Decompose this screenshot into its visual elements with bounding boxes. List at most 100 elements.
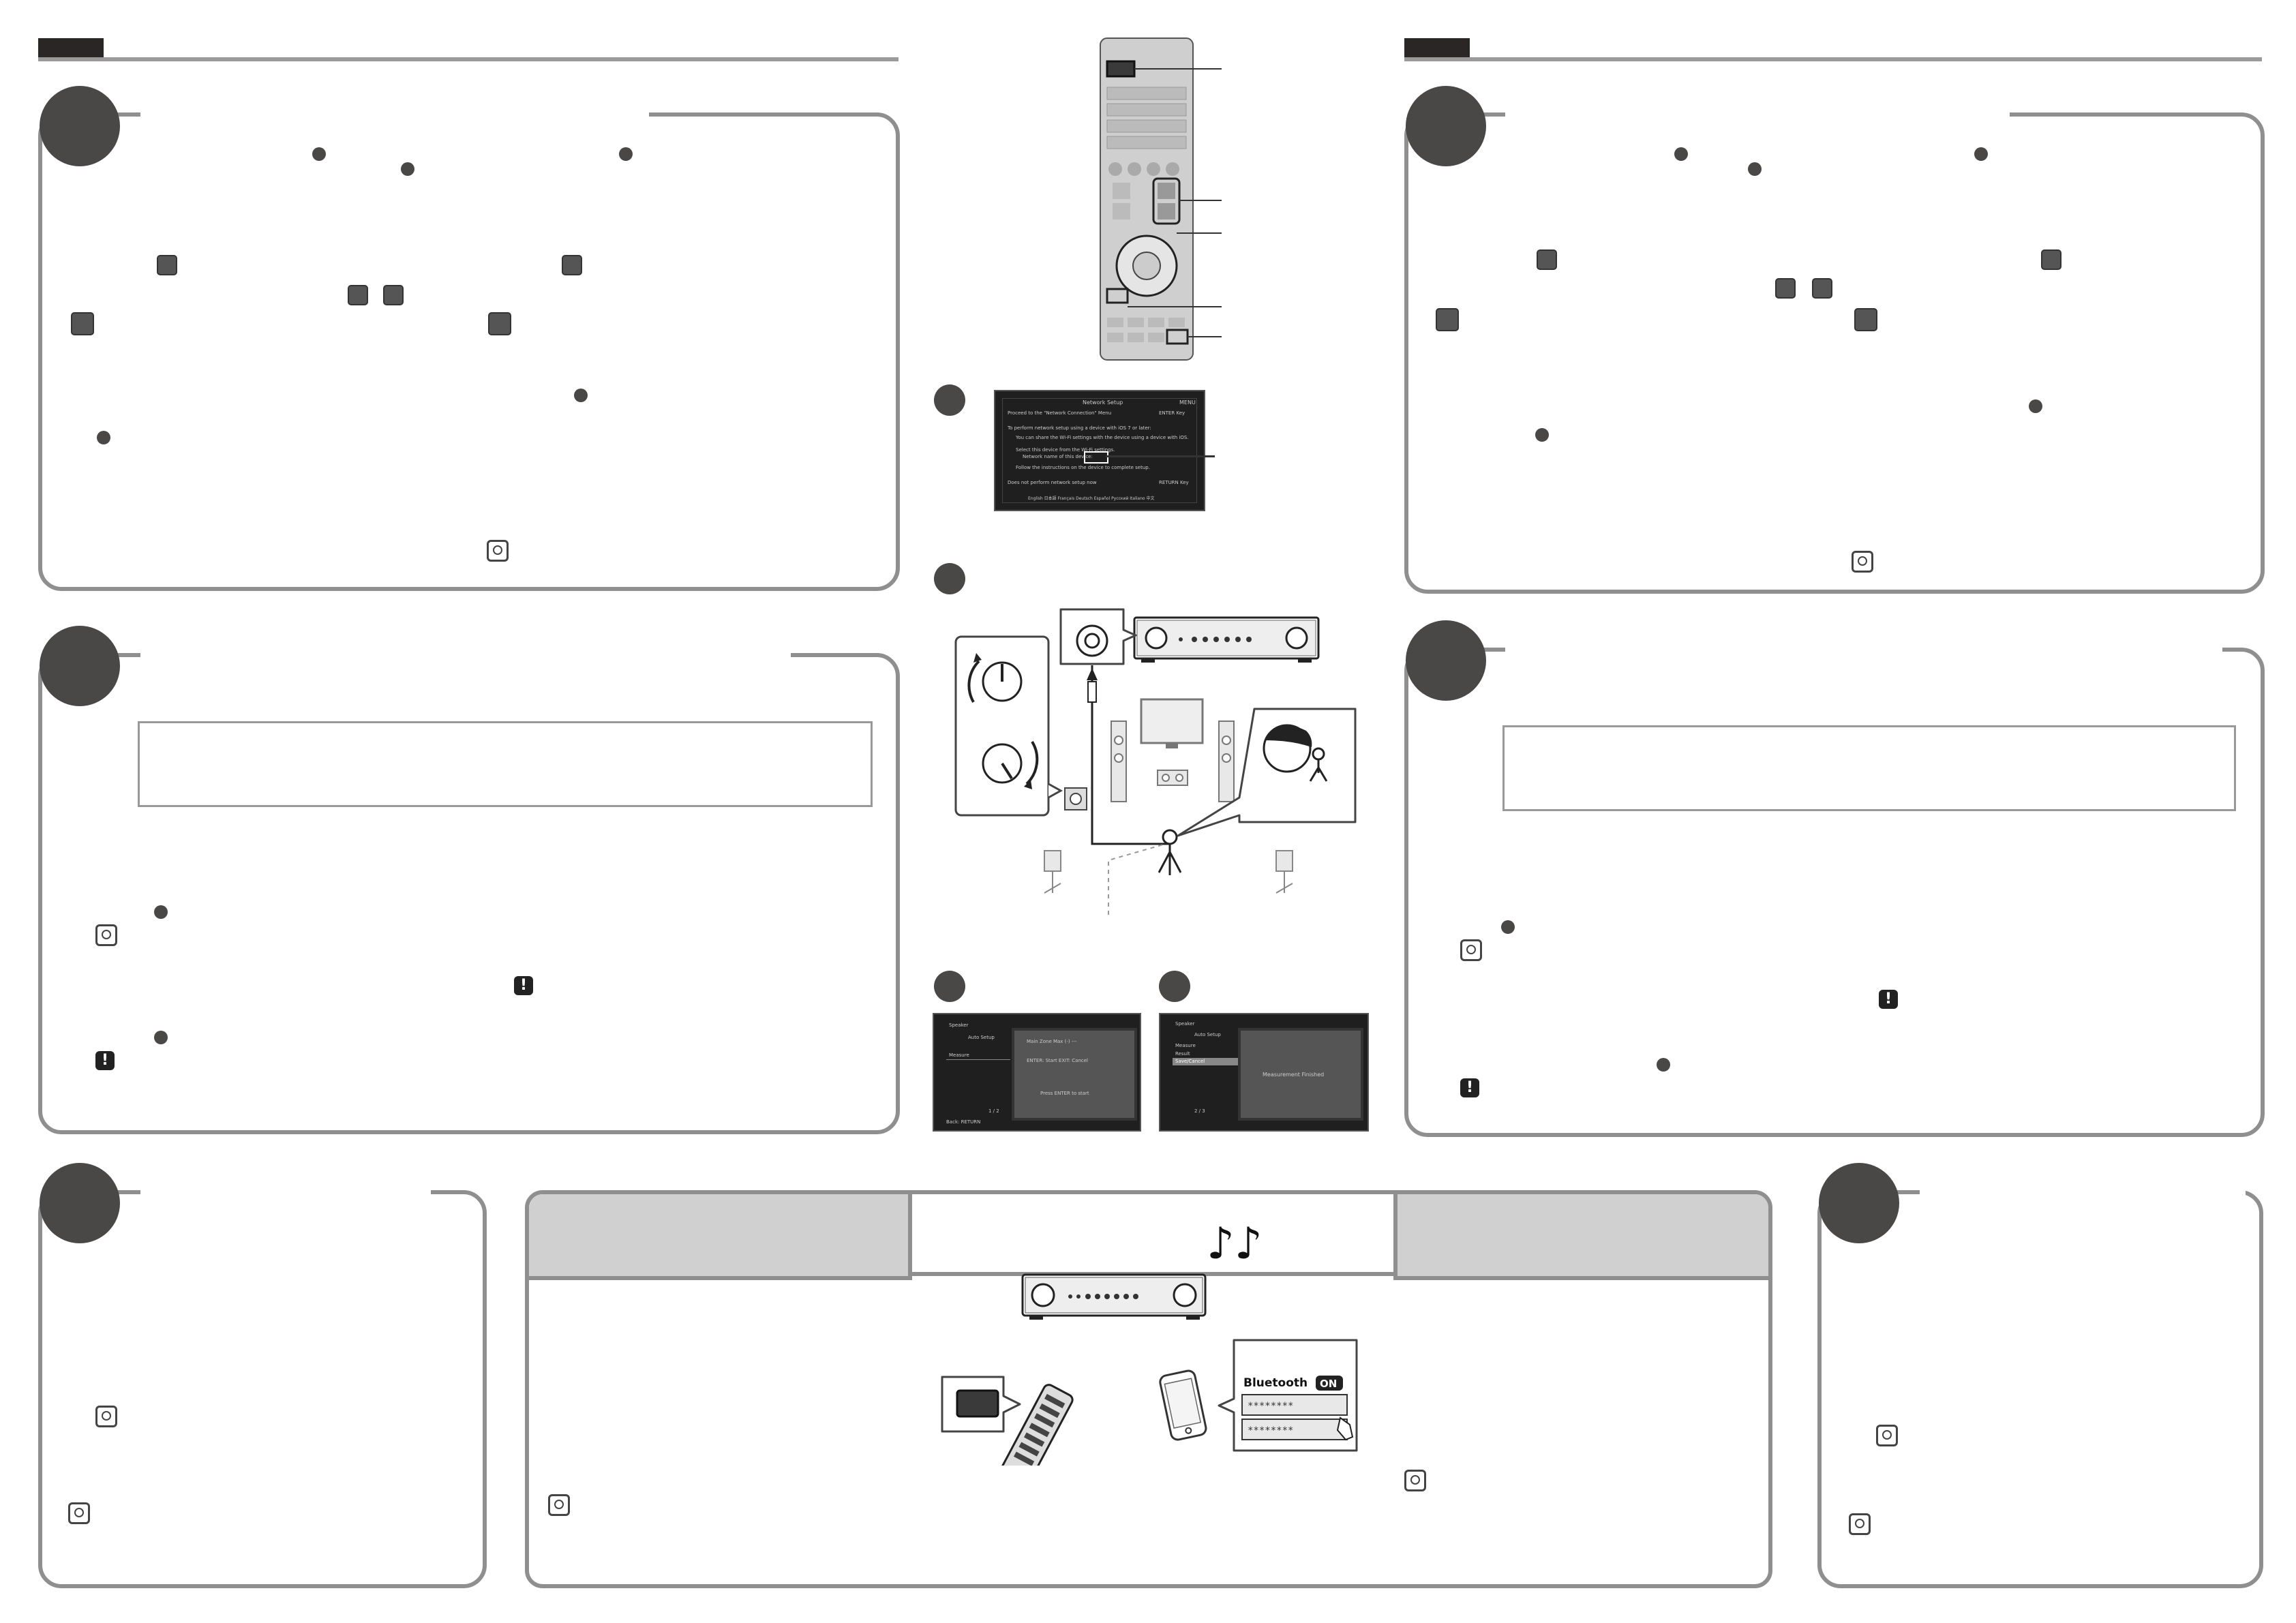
front-right-speaker-icon <box>1218 721 1235 802</box>
tip-icon <box>487 540 509 562</box>
screen-line-4: Select this device from the Wi-Fi settin… <box>1016 447 1115 453</box>
step-circle-b <box>934 563 965 594</box>
step-circle-a <box>934 384 965 416</box>
screen-dialog-line-1: Measurement Finished <box>1263 1072 1325 1078</box>
panel-gap <box>136 110 649 119</box>
screen-frame <box>1002 398 1197 503</box>
screen-dialog <box>1238 1028 1363 1121</box>
screen-line-7-key: RETURN Key <box>1159 480 1189 485</box>
bullet-dot <box>1974 147 1988 161</box>
screen-line-5: Network name of this device: <box>1023 454 1093 459</box>
bluetooth-settings-callout: Bluetooth ON ******** ******** <box>1218 1339 1358 1452</box>
microphone-tripod-icon <box>1158 829 1182 875</box>
header-bar-right <box>1393 1194 1768 1280</box>
bullet-dot <box>1657 1058 1670 1072</box>
bullet-dot <box>401 162 414 176</box>
remote-top-button-highlight <box>1106 60 1136 78</box>
speaker-setup-screen-finished: Speaker Auto Setup Measure Result Save/C… <box>1159 1013 1369 1132</box>
key-icon <box>1854 308 1877 331</box>
step-circle-2b <box>1406 620 1486 701</box>
step-circle-3b <box>1819 1163 1899 1243</box>
screen-menu-selection <box>1173 1058 1238 1065</box>
panel-step-3-left <box>38 1190 487 1588</box>
panel-gap <box>1500 110 2010 119</box>
bullet-dot <box>312 147 326 161</box>
key-icon <box>383 285 404 305</box>
step-circle-2 <box>40 626 120 706</box>
screen-menu-item-3: Result <box>1175 1051 1190 1057</box>
screen-dialog-line-1: Main Zone Max (-) --- <box>1027 1039 1077 1044</box>
warning-icon: ! <box>514 976 533 995</box>
note-box <box>138 721 873 807</box>
listener-ear-level-callout <box>1177 708 1357 837</box>
screen-title: Network Setup <box>1083 399 1123 406</box>
panel-heading-line <box>1895 1190 1920 1194</box>
key-icon <box>157 255 177 275</box>
bluetooth-state: ON <box>1320 1378 1337 1390</box>
screen-menu-selection <box>946 1052 1010 1060</box>
tip-icon <box>1876 1425 1898 1446</box>
center-speaker-icon <box>1157 770 1188 786</box>
screen-language-footer: English 日本語 Français Deutsch Español Рус… <box>1028 496 1155 501</box>
bluetooth-illustration: ♪♪ Bluetooth ON ******** ******** <box>941 1220 1358 1466</box>
key-icon <box>1537 249 1557 270</box>
tip-icon <box>68 1502 90 1524</box>
key-icon <box>1775 278 1796 299</box>
music-note-icon: ♪♪ <box>1207 1220 1263 1269</box>
screen-page-indicator: 1 / 2 <box>988 1108 999 1114</box>
surround-right-speaker-icon <box>1275 850 1293 894</box>
screen-line-3: You can share the Wi-Fi settings with th… <box>1016 435 1189 440</box>
tv-icon <box>1140 698 1204 744</box>
bullet-dot <box>154 905 168 919</box>
screen-dialog-line-2: ENTER: Start EXIT: Cancel <box>1027 1058 1089 1063</box>
panel-step-2-right <box>1404 648 2265 1137</box>
panel-step-3-right <box>1817 1190 2263 1588</box>
bluetooth-label: Bluetooth <box>1243 1376 1308 1390</box>
note-box <box>1502 725 2236 811</box>
key-icon <box>348 285 368 305</box>
network-name-callout <box>1106 455 1215 457</box>
screen-menu-title: Speaker <box>949 1022 969 1028</box>
screen-menu-item-2: Measure <box>1175 1043 1196 1048</box>
top-rule-right <box>1404 57 2262 61</box>
screen-line-1-key: ENTER Key <box>1159 410 1185 416</box>
panel-heading-line <box>1481 648 1505 652</box>
header-bar-left <box>529 1194 912 1280</box>
bullet-dot <box>1748 162 1762 176</box>
key-icon <box>488 312 511 335</box>
panel-heading-line <box>116 1190 140 1194</box>
panel-step-1-left <box>38 112 900 591</box>
step-circle-d <box>1159 971 1190 1002</box>
tip-icon <box>1460 939 1482 961</box>
bullet-dot <box>2029 399 2042 413</box>
key-icon <box>1812 278 1832 299</box>
remote-control-diagram <box>1100 37 1222 361</box>
screen-line-1: Proceed to the "Network Connection" Menu <box>1008 410 1112 416</box>
screen-line-2: To perform network setup using a device … <box>1008 425 1151 431</box>
step-circle-c <box>934 971 965 1002</box>
panel-gap <box>1500 646 2222 654</box>
screen-dialog <box>1012 1028 1137 1121</box>
step-circle-1b <box>1406 86 1486 166</box>
bullet-dot <box>1674 147 1688 161</box>
key-icon <box>71 312 94 335</box>
remote-control-icon <box>999 1384 1074 1466</box>
panel-gap <box>136 651 791 659</box>
speaker-setup-illustration <box>954 608 1357 915</box>
mic-jack-callout <box>1059 608 1137 665</box>
screen-line-7: Does not perform network setup now <box>1008 480 1097 485</box>
key-icon <box>1436 308 1459 331</box>
panel-heading-line <box>116 653 140 657</box>
subwoofer-volume-callout <box>954 635 1063 817</box>
bullet-dot <box>154 1031 168 1044</box>
av-receiver-icon <box>1021 1273 1207 1320</box>
warning-icon: ! <box>1879 990 1898 1009</box>
key-icon <box>562 255 582 275</box>
warning-icon: ! <box>95 1051 115 1070</box>
network-name-highlight <box>1084 451 1108 464</box>
screen-title-right: MENU <box>1179 399 1196 406</box>
panel-gap <box>136 1188 431 1196</box>
step-circle-1 <box>40 86 120 166</box>
surround-left-speaker-icon <box>1044 850 1061 894</box>
speaker-setup-screen-measure: Speaker Auto Setup Measure Main Zone Max… <box>933 1013 1141 1132</box>
